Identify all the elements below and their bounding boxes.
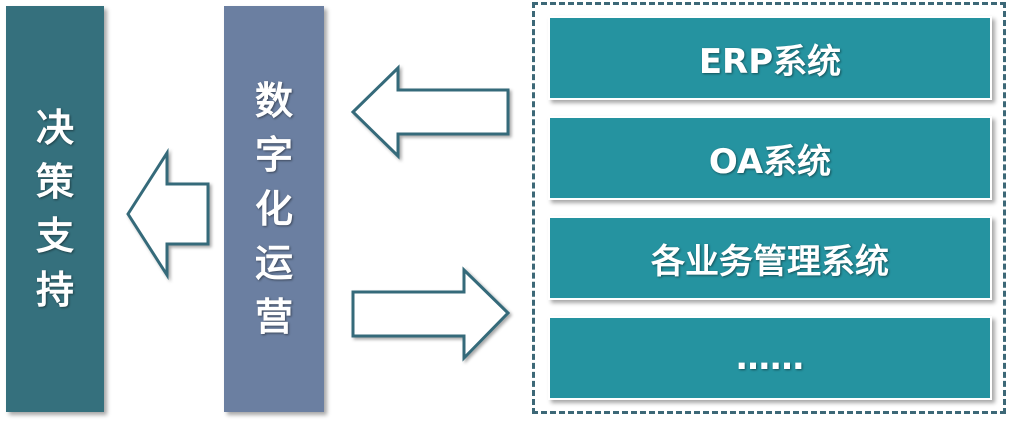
decision-char: 持 <box>35 268 74 312</box>
system-business-management: 各业务管理系统 <box>548 216 992 300</box>
digital-char: 运 <box>254 241 293 285</box>
arrow-to-decision <box>126 147 210 281</box>
decision-char: 决 <box>35 106 74 150</box>
digital-char: 字 <box>254 133 293 177</box>
arrow-to-digital <box>350 64 510 160</box>
system-oa: OA系统 <box>548 116 992 200</box>
arrow-to-systems <box>351 266 511 362</box>
system-erp: ERP系统 <box>548 16 992 100</box>
digital-char: 数 <box>254 79 293 123</box>
system-more: …… <box>548 316 992 400</box>
decision-char: 支 <box>35 214 74 258</box>
systems-group-frame <box>532 2 1006 414</box>
digital-char: 化 <box>254 187 293 231</box>
digital-operations-block: 数 字 化 运 营 <box>224 6 324 412</box>
decision-char: 策 <box>35 160 74 204</box>
decision-support-block: 决 策 支 持 <box>6 6 104 412</box>
digital-char: 营 <box>254 295 293 339</box>
